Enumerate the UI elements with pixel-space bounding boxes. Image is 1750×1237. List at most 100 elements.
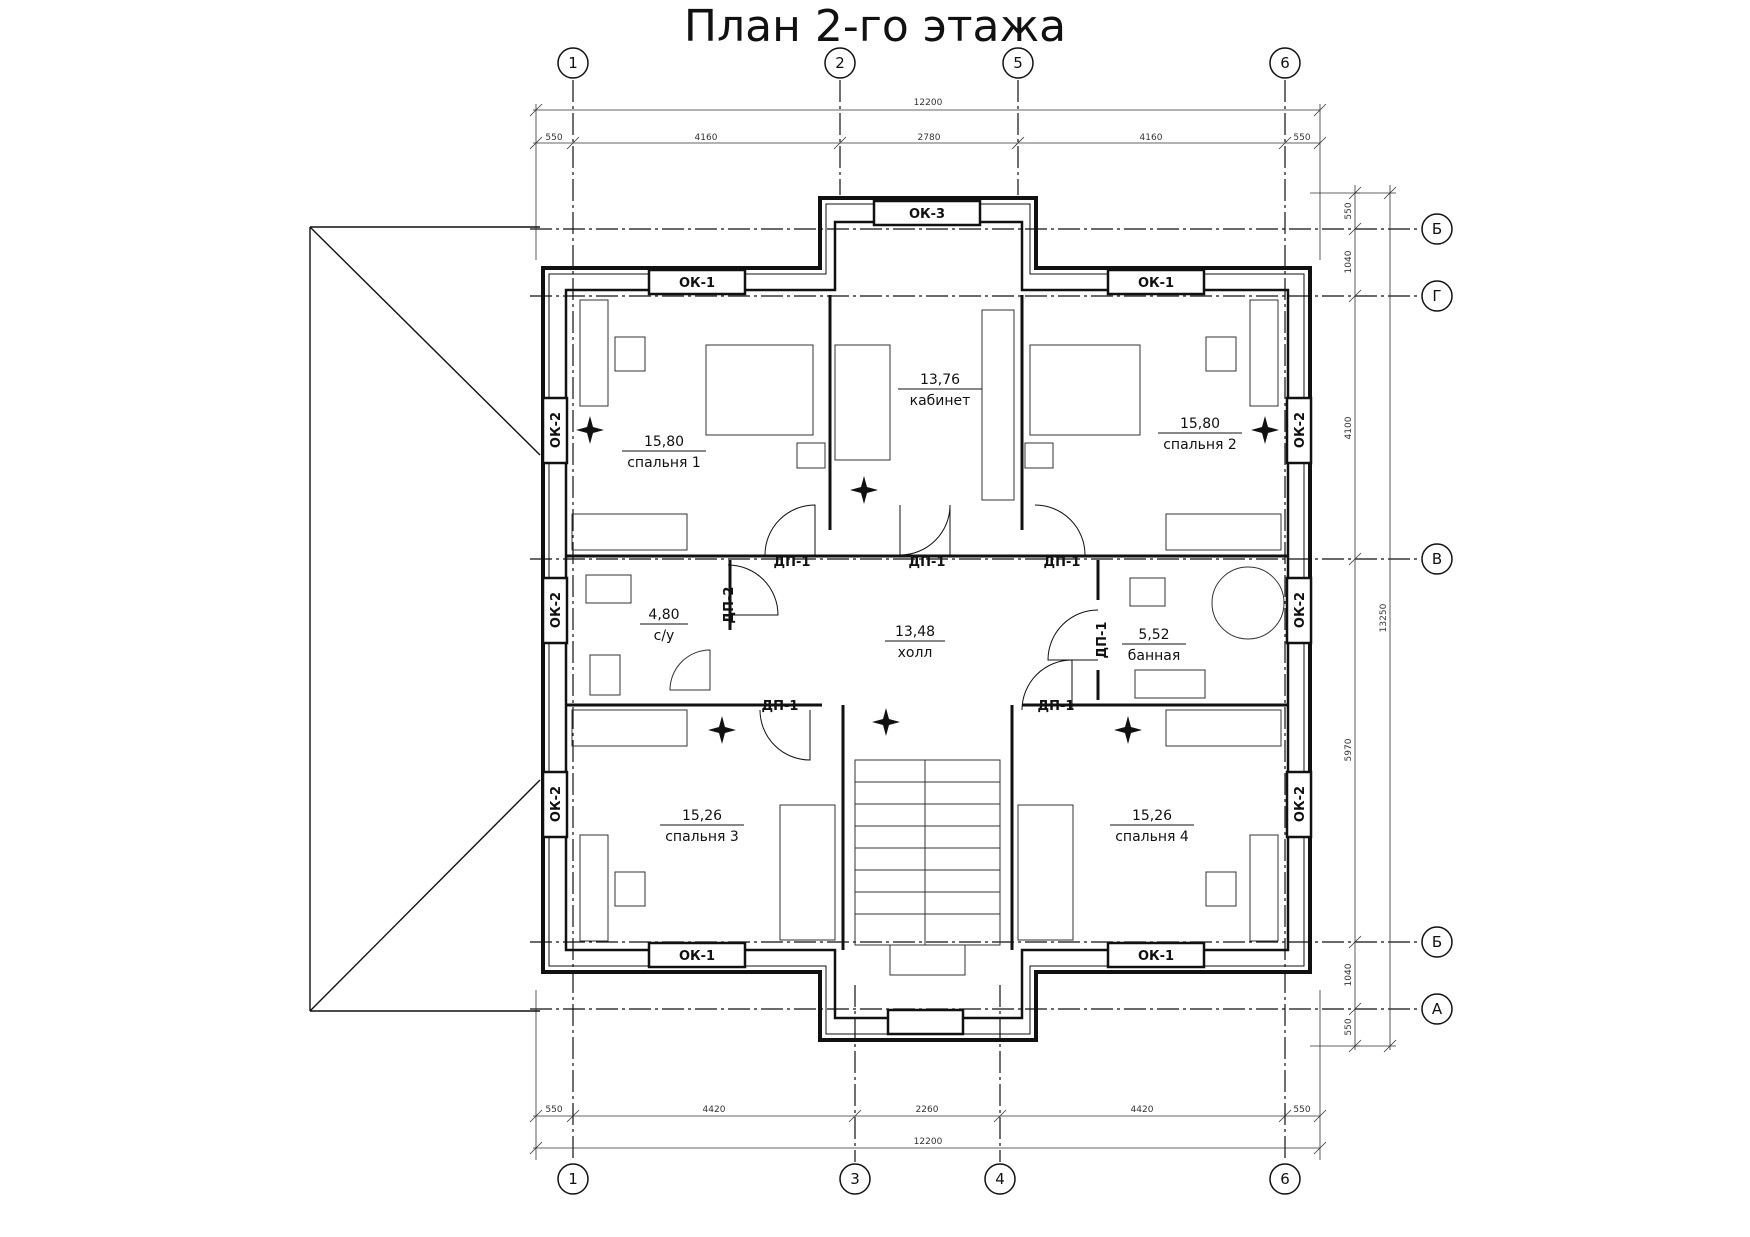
dim-top-2: 4160 [695,133,718,143]
window-ok1-bedroom2: ОК-1 [1138,276,1174,291]
dim-bottom-1: 550 [545,1105,562,1115]
window-ok1-bedroom4: ОК-1 [1138,949,1174,964]
dim-right-1: 550 [1344,202,1354,219]
window-ok1-bedroom1: ОК-1 [679,276,715,291]
svg-text:5,52: 5,52 [1138,627,1169,643]
room-bedroom-3: 15,26 спальня 3 [660,808,744,845]
door-dp1-bedroom1: ДП-1 [774,555,811,570]
plant-icon [872,708,900,736]
dim-right-3: 4100 [1344,416,1354,439]
dim-right-total: 13250 [1379,603,1389,632]
dim-right-4: 5970 [1344,738,1354,761]
room-bedroom-1: 15,80 спальня 1 [622,434,706,471]
svg-text:4,80: 4,80 [648,607,679,623]
axis-marker-top-1: 1 [557,47,589,79]
dim-bottom-total: 12200 [914,1137,943,1147]
window-ok2-right-1: ОК-2 [1293,412,1308,448]
axis-marker-top-5: 5 [1002,47,1034,79]
svg-text:6: 6 [1280,1170,1290,1188]
window-ok1-bedroom3: ОК-1 [679,949,715,964]
window-ok2-right-3: ОК-2 [1293,786,1308,822]
window-ok2-left-3: ОК-2 [549,786,564,822]
door-dp1-bath: ДП-1 [1095,622,1110,659]
axis-marker-top-2: 2 [824,47,856,79]
door-dp2-wc: ДП-2 [722,587,737,624]
axis-markers: 1 2 5 6 1 3 4 6 Б Г В Б А [557,47,1453,1195]
svg-text:6: 6 [1280,54,1290,72]
svg-text:холл: холл [898,645,933,661]
dimension-lines [529,103,1397,1160]
dim-bottom-4: 4420 [1131,1105,1154,1115]
svg-text:спальня 2: спальня 2 [1163,437,1237,453]
plant-icon [708,716,736,744]
door-dp1-bedroom2: ДП-1 [1044,555,1081,570]
dim-top-4: 4160 [1140,133,1163,143]
axis-marker-bottom-1: 1 [557,1163,589,1195]
svg-text:4: 4 [995,1170,1005,1188]
interior-walls [566,295,1288,950]
room-bedroom-4: 15,26 спальня 4 [1110,808,1194,845]
svg-text:15,80: 15,80 [1180,416,1220,432]
door-dp1-cabinet: ДП-1 [909,555,946,570]
room-bath: 5,52 банная [1122,627,1186,664]
svg-text:А: А [1432,1000,1443,1018]
svg-text:3: 3 [850,1170,860,1188]
dim-bottom-5: 550 [1293,1105,1310,1115]
dim-right-5: 1040 [1344,963,1354,986]
axis-marker-right-a: А [1421,993,1453,1025]
dim-right-6: 550 [1344,1018,1354,1035]
svg-text:кабинет: кабинет [910,393,971,409]
svg-text:5: 5 [1013,54,1023,72]
svg-text:15,80: 15,80 [644,434,684,450]
door-swings [727,504,1099,761]
svg-text:15,26: 15,26 [1132,808,1172,824]
axis-marker-right-v: В [1421,543,1453,575]
axis-marker-right-g: Г [1421,280,1453,312]
svg-text:13,76: 13,76 [920,372,960,388]
axis-marker-right-b-top: Б [1421,213,1453,245]
roof-outline [309,226,541,1012]
window-ok2-left-2: ОК-2 [549,592,564,628]
furniture [571,299,1285,942]
room-wc: 4,80 с/у [640,607,688,644]
axis-marker-right-b-bottom: Б [1421,926,1453,958]
plant-icons [576,416,1279,744]
room-labels: 15,80 спальня 1 13,76 кабинет 15,80 спал… [622,372,1242,845]
svg-text:2: 2 [835,54,845,72]
dim-top-1: 550 [545,133,562,143]
window-ok3-cabinet: ОК-3 [909,207,945,222]
plant-icon [850,476,878,504]
svg-text:с/у: с/у [654,628,675,644]
exterior-walls [541,196,1312,1042]
plant-icon [1251,416,1279,444]
svg-text:спальня 4: спальня 4 [1115,829,1189,845]
window-ok2-right-2: ОК-2 [1293,592,1308,628]
room-bedroom-2: 15,80 спальня 2 [1158,416,1242,453]
svg-text:спальня 1: спальня 1 [627,455,701,471]
plant-icon [576,416,604,444]
window-frames [541,199,1313,1036]
axis-marker-bottom-6: 6 [1269,1163,1301,1195]
svg-text:Б: Б [1432,933,1442,951]
staircase [854,759,1001,976]
door-dp1-bedroom4: ДП-1 [1038,699,1075,714]
svg-text:банная: банная [1128,648,1181,664]
svg-text:спальня 3: спальня 3 [665,829,739,845]
dim-bottom-3: 2260 [916,1105,939,1115]
svg-text:Б: Б [1432,220,1442,238]
dim-top-total: 12200 [914,98,943,108]
plan-title: План 2-го этажа [683,1,1067,52]
dim-right-2: 1040 [1344,250,1354,273]
axis-marker-bottom-3: 3 [839,1163,871,1195]
svg-text:1: 1 [568,54,578,72]
door-dp1-bedroom3: ДП-1 [762,699,799,714]
svg-text:1: 1 [568,1170,578,1188]
svg-text:Г: Г [1432,287,1441,305]
axis-marker-bottom-4: 4 [984,1163,1016,1195]
axis-marker-top-6: 6 [1269,47,1301,79]
dim-top-3: 2780 [918,133,941,143]
plant-icon [1114,716,1142,744]
dim-top-5: 550 [1293,133,1310,143]
grid-axis-lines [530,80,1420,1162]
